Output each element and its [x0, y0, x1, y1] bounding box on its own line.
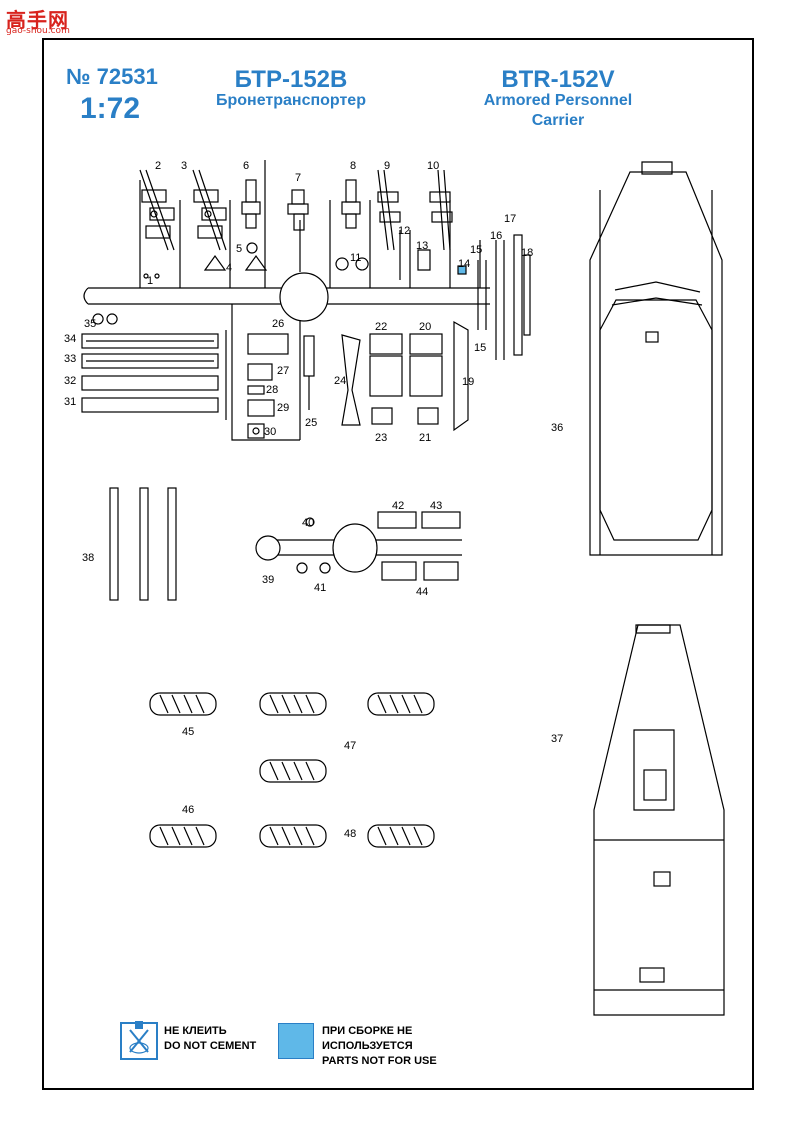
part-number-label: 32: [64, 375, 77, 387]
part-number-label: 4: [226, 262, 233, 274]
tow-chains: [477, 234, 531, 360]
subtitle-en-line1: Armored Personnel: [483, 92, 633, 109]
leaf-spring-left: [139, 169, 227, 251]
part-number-label: 21: [419, 432, 432, 444]
part-number-label: 44: [416, 586, 429, 598]
subtitle-en: Armored Personnel Carrier: [458, 91, 658, 131]
part-number-label: 5: [236, 243, 243, 255]
part-number-label: 7: [295, 172, 302, 184]
part-number-label: 16: [490, 230, 503, 242]
legend-do-not-cement-ru: НЕ КЛЕИТЬ: [164, 1025, 227, 1037]
part-number-label: 20: [419, 321, 432, 333]
part-number-label: 48: [344, 828, 357, 840]
part-number-label: 39: [262, 574, 275, 586]
part-number-label: 22: [375, 321, 388, 333]
legend-do-not-cement-en: DO NOT CEMENT: [164, 1040, 257, 1052]
part-number-label: 10: [427, 160, 440, 172]
part-number-label: 14: [458, 258, 471, 270]
do-not-cement-icon: [120, 1021, 158, 1060]
tires: [149, 692, 435, 848]
part-number-label: 3: [181, 160, 188, 172]
hull-top: [589, 161, 723, 556]
part-number-label: 36: [551, 422, 564, 434]
legend-not-for-use-en: PARTS NOT FOR USE: [322, 1055, 437, 1067]
part-number-label: 12: [398, 225, 411, 237]
part-number-label: 30: [264, 426, 277, 438]
part-number-label: 37: [551, 733, 564, 745]
shock-absorbers: [143, 179, 361, 279]
part-number-label: 35: [84, 318, 97, 330]
part-number-label: 9: [384, 160, 391, 172]
page-frame: [42, 38, 754, 1090]
part-number-label: 47: [344, 740, 357, 752]
part-number-label: 26: [272, 318, 285, 330]
part-number-label: 17: [504, 213, 517, 225]
part-number-label: 31: [64, 396, 77, 408]
part-number-label: 42: [392, 500, 405, 512]
kit-number: № 72531: [66, 64, 158, 89]
part-number-label: 8: [350, 160, 357, 172]
part-number-label: 19: [462, 376, 475, 388]
part-number-label: 45: [182, 726, 195, 738]
small-parts: [247, 333, 289, 439]
legend-not-for-use-ru1: ПРИ СБОРКЕ НЕ: [322, 1025, 413, 1037]
title-ru: БТР-152В: [234, 66, 348, 93]
part-number-label: 15: [474, 342, 487, 354]
part-number-label: 38: [82, 552, 95, 564]
part-number-label: 43: [430, 500, 443, 512]
part-number-label: 23: [375, 432, 388, 444]
part-number-label: 33: [64, 353, 77, 365]
seats: [369, 320, 469, 432]
title-en: BTR-152V: [501, 66, 615, 93]
part-number-label: 6: [243, 160, 250, 172]
column-parts: [303, 334, 361, 426]
part-number-label: 15: [470, 244, 483, 256]
part-number-label: 1: [147, 275, 154, 287]
side-panels: [81, 313, 219, 413]
part-number-label: 25: [305, 417, 318, 429]
part-number-label: 24: [334, 375, 347, 387]
part-number-label: 41: [314, 582, 327, 594]
not-for-use-swatch: [278, 1023, 314, 1059]
springs-rear: [335, 169, 467, 280]
kit-scale: 1:72: [80, 92, 141, 125]
part-number-label: 13: [416, 240, 429, 252]
part-number-label: 46: [182, 804, 195, 816]
part-number-label: 2: [155, 160, 162, 172]
legend-do-not-cement: НЕ КЛЕИТЬ DO NOT CEMENT: [164, 1024, 256, 1054]
part-number-label: 34: [64, 333, 77, 345]
part-number-label: 28: [266, 384, 279, 396]
logo-text: 高手网: [6, 8, 69, 32]
part-number-label: 40: [302, 517, 315, 529]
hull-bottom: [593, 624, 725, 1016]
part-number-label: 29: [277, 402, 290, 414]
legend-not-for-use-ru2: ИСПОЛЬЗУЕТСЯ: [322, 1040, 413, 1052]
subtitle-en-line2: Carrier: [531, 112, 585, 129]
site-logo: 高手网 gao-shou.com: [6, 4, 70, 36]
subtitle-ru: Бронетранспортер: [216, 92, 366, 109]
legend-not-for-use: ПРИ СБОРКЕ НЕ ИСПОЛЬЗУЕТСЯ PARTS NOT FOR…: [322, 1024, 437, 1069]
part-number-label: 27: [277, 365, 290, 377]
part-number-label: 11: [350, 252, 362, 264]
sprue-b: [255, 511, 462, 581]
logo-url: gao-shou.com: [6, 26, 70, 36]
part-number-label: 18: [521, 247, 534, 259]
rods: [109, 487, 177, 601]
